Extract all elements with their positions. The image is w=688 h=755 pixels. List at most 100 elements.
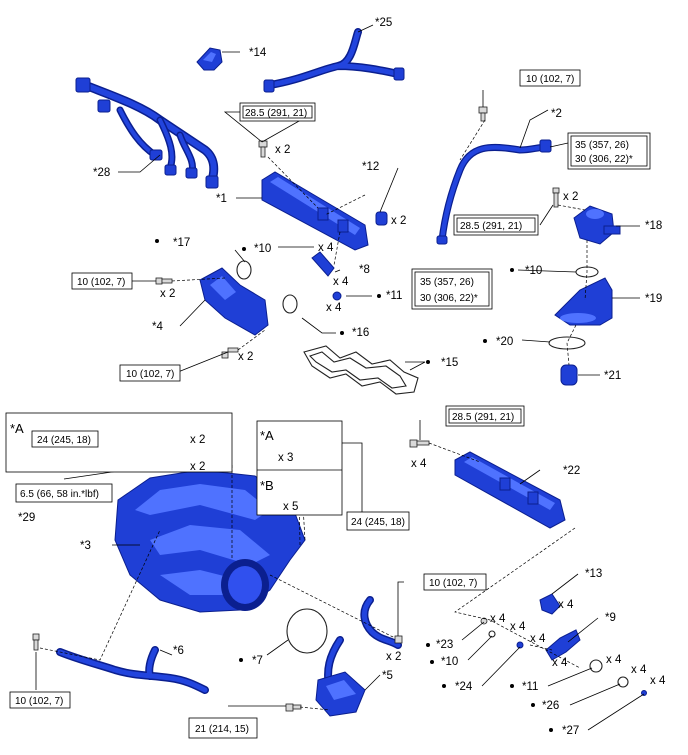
torque-285-b: 28.5 (291, 21) [460, 221, 522, 232]
part-23 [480, 617, 488, 625]
label-p25: *25 [375, 17, 392, 29]
qty-x2-d: x 2 [160, 288, 175, 300]
torque-10-right: 10 (102, 7) [429, 578, 477, 589]
callout-b: *B [260, 478, 274, 493]
label-p1: *1 [216, 193, 227, 205]
label-p11a: *11 [386, 290, 402, 302]
part-16-gasket [282, 294, 298, 314]
part-1-fuel-delivery-pipe [261, 171, 369, 251]
torque-21: 21 (214, 15) [195, 724, 249, 735]
part-21-lifter [560, 364, 578, 386]
label-p24: *24 [455, 681, 473, 693]
qty-x2-c: x 2 [563, 191, 578, 203]
part-7-gasket [286, 608, 328, 654]
part-22-fuel-rail [454, 451, 566, 529]
label-p26: *26 [542, 700, 559, 712]
qty-x4-i: x 4 [552, 657, 568, 669]
part-18-fuel-pump [573, 205, 621, 245]
part-8-injector [311, 251, 335, 277]
label-p20: *20 [496, 336, 513, 348]
torque-24-a: 24 (245, 18) [37, 435, 91, 446]
qty-x4-h: x 4 [530, 633, 546, 645]
bolt-fuel-pump [552, 187, 560, 208]
qty-x4-d: x 4 [411, 458, 427, 470]
part-14-bracket [196, 47, 223, 71]
torque-35-top-2: 30 (306, 22)* [575, 154, 633, 165]
torque-285-a: 28.5 (291, 21) [245, 108, 307, 119]
qty-x4-a: x 4 [318, 242, 334, 254]
qty-x2-a: x 2 [275, 144, 290, 156]
label-p7: *7 [252, 655, 263, 667]
torque-285-c: 28.5 (291, 21) [452, 412, 514, 423]
part-20-plate [548, 336, 586, 350]
torque-35-top-1: 35 (357, 26) [575, 140, 629, 151]
label-p16: *16 [352, 327, 369, 339]
labels: *14 *25 *28 *1 *12 *17 *10 *8 *11 *2 *18… [10, 17, 666, 737]
bolt-pipe-bottom [285, 703, 302, 712]
label-p23: *23 [436, 639, 453, 651]
label-p18: *18 [645, 220, 662, 232]
label-p11b: *11 [522, 681, 538, 693]
qty-x4-f: x 4 [490, 613, 506, 625]
label-p9: *9 [605, 612, 616, 624]
label-p22: *22 [563, 465, 580, 477]
qty-x3: x 3 [278, 452, 293, 464]
qty-x2-f: x 2 [190, 434, 205, 446]
label-p2: *2 [551, 108, 562, 120]
torque-24-b: 24 (245, 18) [351, 517, 405, 528]
label-p29: *29 [18, 512, 35, 524]
qty-x4-e: x 4 [558, 599, 574, 611]
label-p28: *28 [93, 167, 110, 179]
part-25-hose [263, 28, 405, 93]
torque-35-mid-1: 35 (357, 26) [420, 277, 474, 288]
label-p21: *21 [604, 370, 621, 382]
part-6-hose [56, 646, 209, 694]
torque-10-mid: 10 (102, 7) [126, 369, 174, 380]
qty-x4-c: x 4 [326, 302, 342, 314]
bolt-hose-bottom [32, 633, 40, 651]
torque-65: 6.5 (66, 58 in.*lbf) [20, 489, 99, 500]
label-p8: *8 [359, 264, 370, 276]
qty-x4-j: x 4 [606, 654, 622, 666]
label-p3: *3 [80, 540, 91, 552]
torque-10-left: 10 (102, 7) [77, 277, 125, 288]
bolt-bracket-top [155, 277, 173, 285]
label-p13: *13 [585, 568, 602, 580]
torque-boxes [5, 69, 651, 739]
label-p17: *17 [173, 237, 190, 249]
bolt-fuel-pipe [478, 106, 488, 122]
part-28-wire-harness [75, 77, 219, 189]
bolt-pipe-right [394, 635, 403, 644]
bolt-fuel-rail [258, 140, 268, 158]
qty-x2-b: x 2 [391, 215, 406, 227]
bolt-fuel-rail-right [409, 439, 430, 448]
qty-x4-k: x 4 [631, 664, 647, 676]
callout-a-left: *A [10, 421, 24, 436]
part-11-seal [332, 291, 342, 301]
part-9-injector [545, 629, 581, 661]
bolt-bracket-bottom [221, 347, 239, 359]
qty-x4-l: x 4 [650, 675, 666, 687]
label-p10c: *10 [441, 656, 458, 668]
qty-x4-g: x 4 [510, 621, 526, 633]
part-15-intake-gasket [303, 345, 419, 395]
torque-10-top: 10 (102, 7) [526, 74, 574, 85]
qty-x5: x 5 [283, 501, 298, 513]
label-p14: *14 [249, 47, 267, 59]
label-p10b: *10 [525, 265, 542, 277]
part-24 [516, 641, 524, 649]
label-p27: *27 [562, 725, 579, 737]
label-p10a: *10 [254, 243, 271, 255]
part-5-pipe-assembly [315, 596, 402, 717]
part-13-sensor [539, 593, 561, 615]
part-17-gasket [236, 260, 252, 280]
part-2-fuel-pipe [436, 139, 552, 245]
part-12-cap [375, 211, 388, 226]
label-p19: *19 [645, 293, 662, 305]
torque-35-mid-2: 30 (306, 22)* [420, 293, 478, 304]
part-26-ring [617, 676, 629, 688]
part-4-bracket [199, 267, 269, 336]
label-p5: *5 [382, 670, 393, 682]
label-p4: *4 [152, 321, 163, 333]
